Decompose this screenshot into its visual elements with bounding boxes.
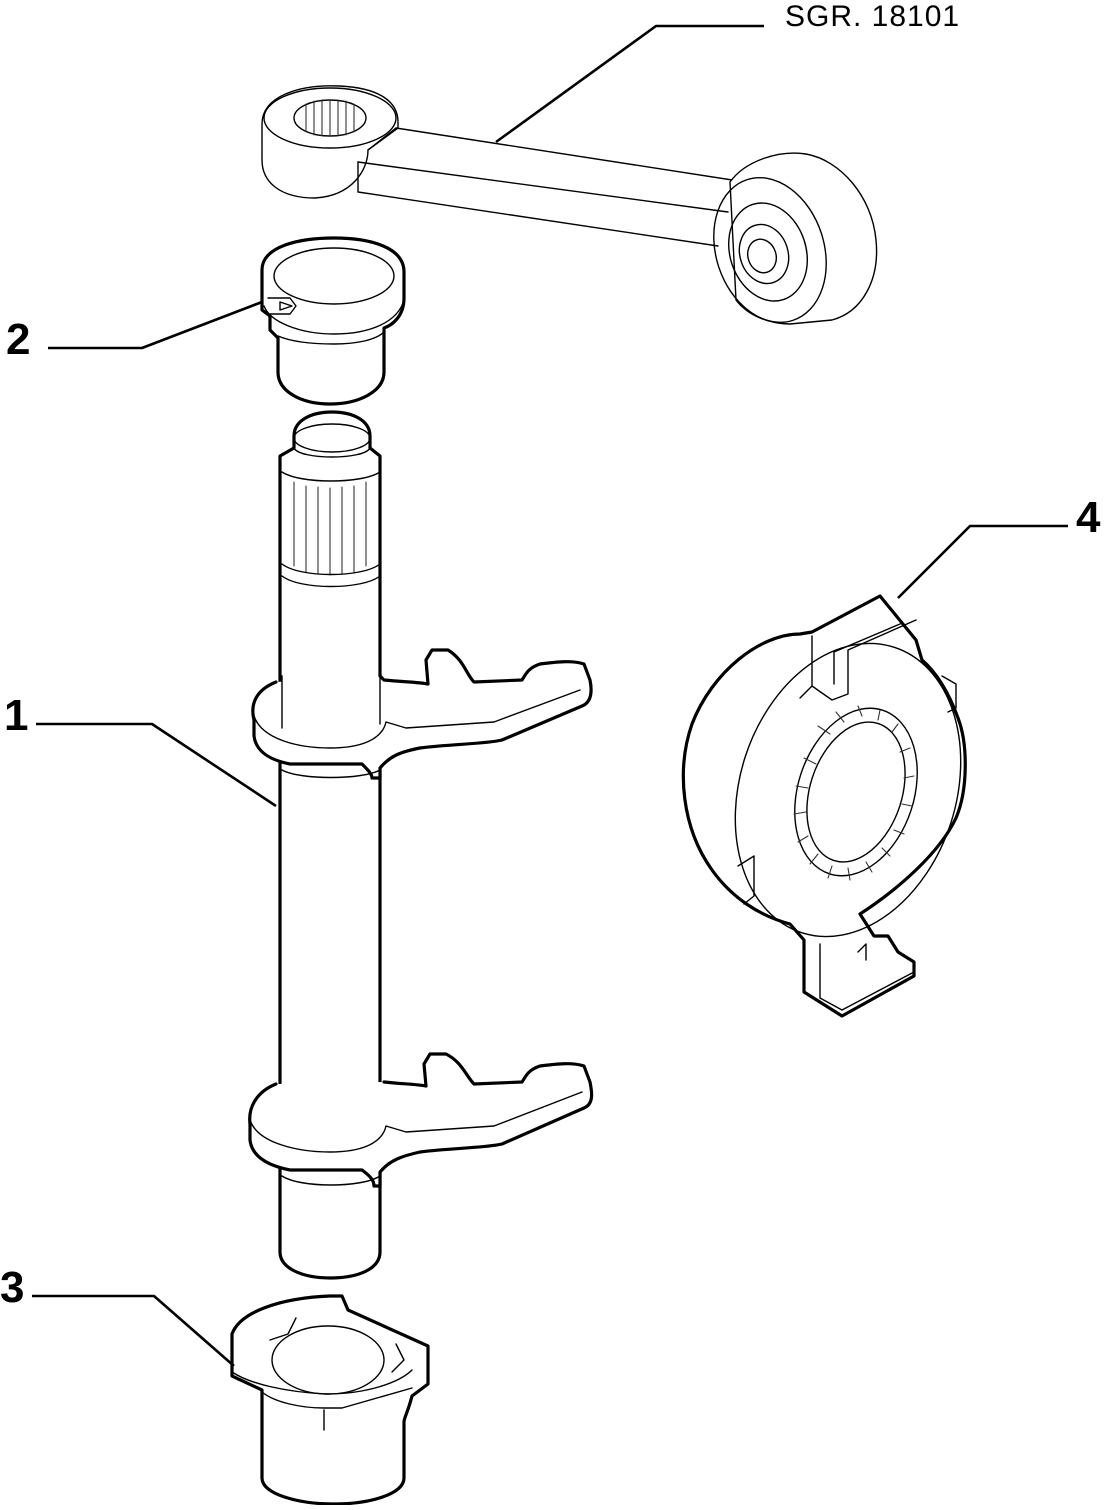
- callout-3: 3: [0, 1263, 25, 1312]
- leader-1: [36, 722, 277, 808]
- callout-2: 2: [6, 315, 31, 364]
- release-lever: [261, 85, 878, 325]
- fork-shaft: [248, 410, 594, 1280]
- release-bearing: [681, 594, 967, 1018]
- lower-bushing: [230, 1294, 430, 1506]
- callout-1: 1: [4, 691, 29, 740]
- reference-label: SGR. 18101: [785, 0, 961, 33]
- upper-bushing: [260, 236, 406, 406]
- callout-4: 4: [1076, 493, 1101, 542]
- leader-4: [897, 524, 1068, 599]
- leader-3: [32, 1294, 235, 1367]
- leader-2: [48, 300, 263, 350]
- leader-reference: [495, 24, 764, 144]
